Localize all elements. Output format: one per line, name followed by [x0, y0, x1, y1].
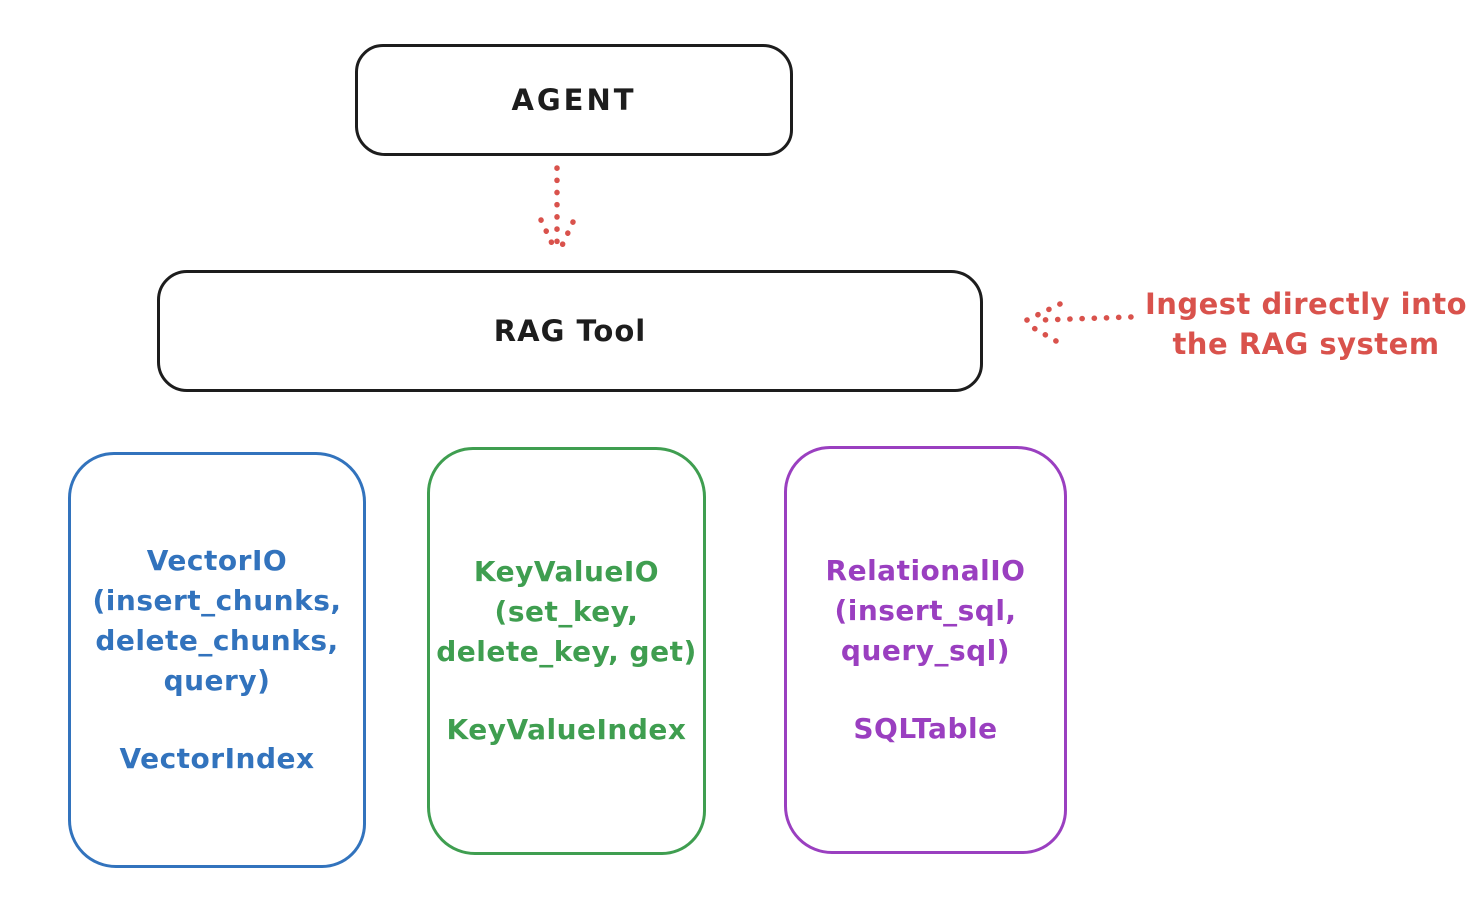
sql-table-label: SQLTable — [853, 712, 998, 745]
ingest-annotation-line2: the RAG system — [1172, 327, 1440, 361]
vector-io-box: VectorIO (insert_chunks, delete_chunks, … — [68, 452, 366, 868]
keyvalue-index-label: KeyValueIndex — [446, 713, 687, 746]
agent-to-rag-arrow-icon — [538, 165, 576, 255]
annotation-to-rag-arrow-icon — [1022, 301, 1134, 344]
vector-io-method-line: (insert_chunks, — [92, 584, 342, 617]
agent-box-label: AGENT — [511, 83, 637, 117]
agent-box: AGENT — [355, 44, 793, 156]
vector-index-label: VectorIndex — [119, 742, 315, 775]
ingest-annotation: Ingest directly into the RAG system — [1138, 284, 1474, 364]
rag-tool-box: RAG Tool — [157, 270, 983, 392]
keyvalue-io-method-line: (set_key, — [494, 595, 639, 628]
relational-io-box: RelationalIO (insert_sql, query_sql) SQL… — [784, 446, 1067, 854]
vector-io-method-line: delete_chunks, — [95, 624, 339, 657]
relational-io-title: RelationalIO — [825, 554, 1026, 587]
ingest-annotation-line1: Ingest directly into — [1144, 287, 1468, 321]
relational-io-method-line: query_sql) — [840, 634, 1011, 667]
keyvalue-io-box: KeyValueIO (set_key, delete_key, get) Ke… — [427, 447, 706, 855]
relational-io-method-line: (insert_sql, — [834, 594, 1017, 627]
vector-io-title: VectorIO — [146, 544, 288, 577]
keyvalue-io-title: KeyValueIO — [473, 555, 660, 588]
vector-io-method-line: query) — [163, 664, 271, 697]
keyvalue-io-method-line: delete_key, get) — [436, 635, 697, 668]
rag-tool-box-label: RAG Tool — [493, 314, 647, 348]
